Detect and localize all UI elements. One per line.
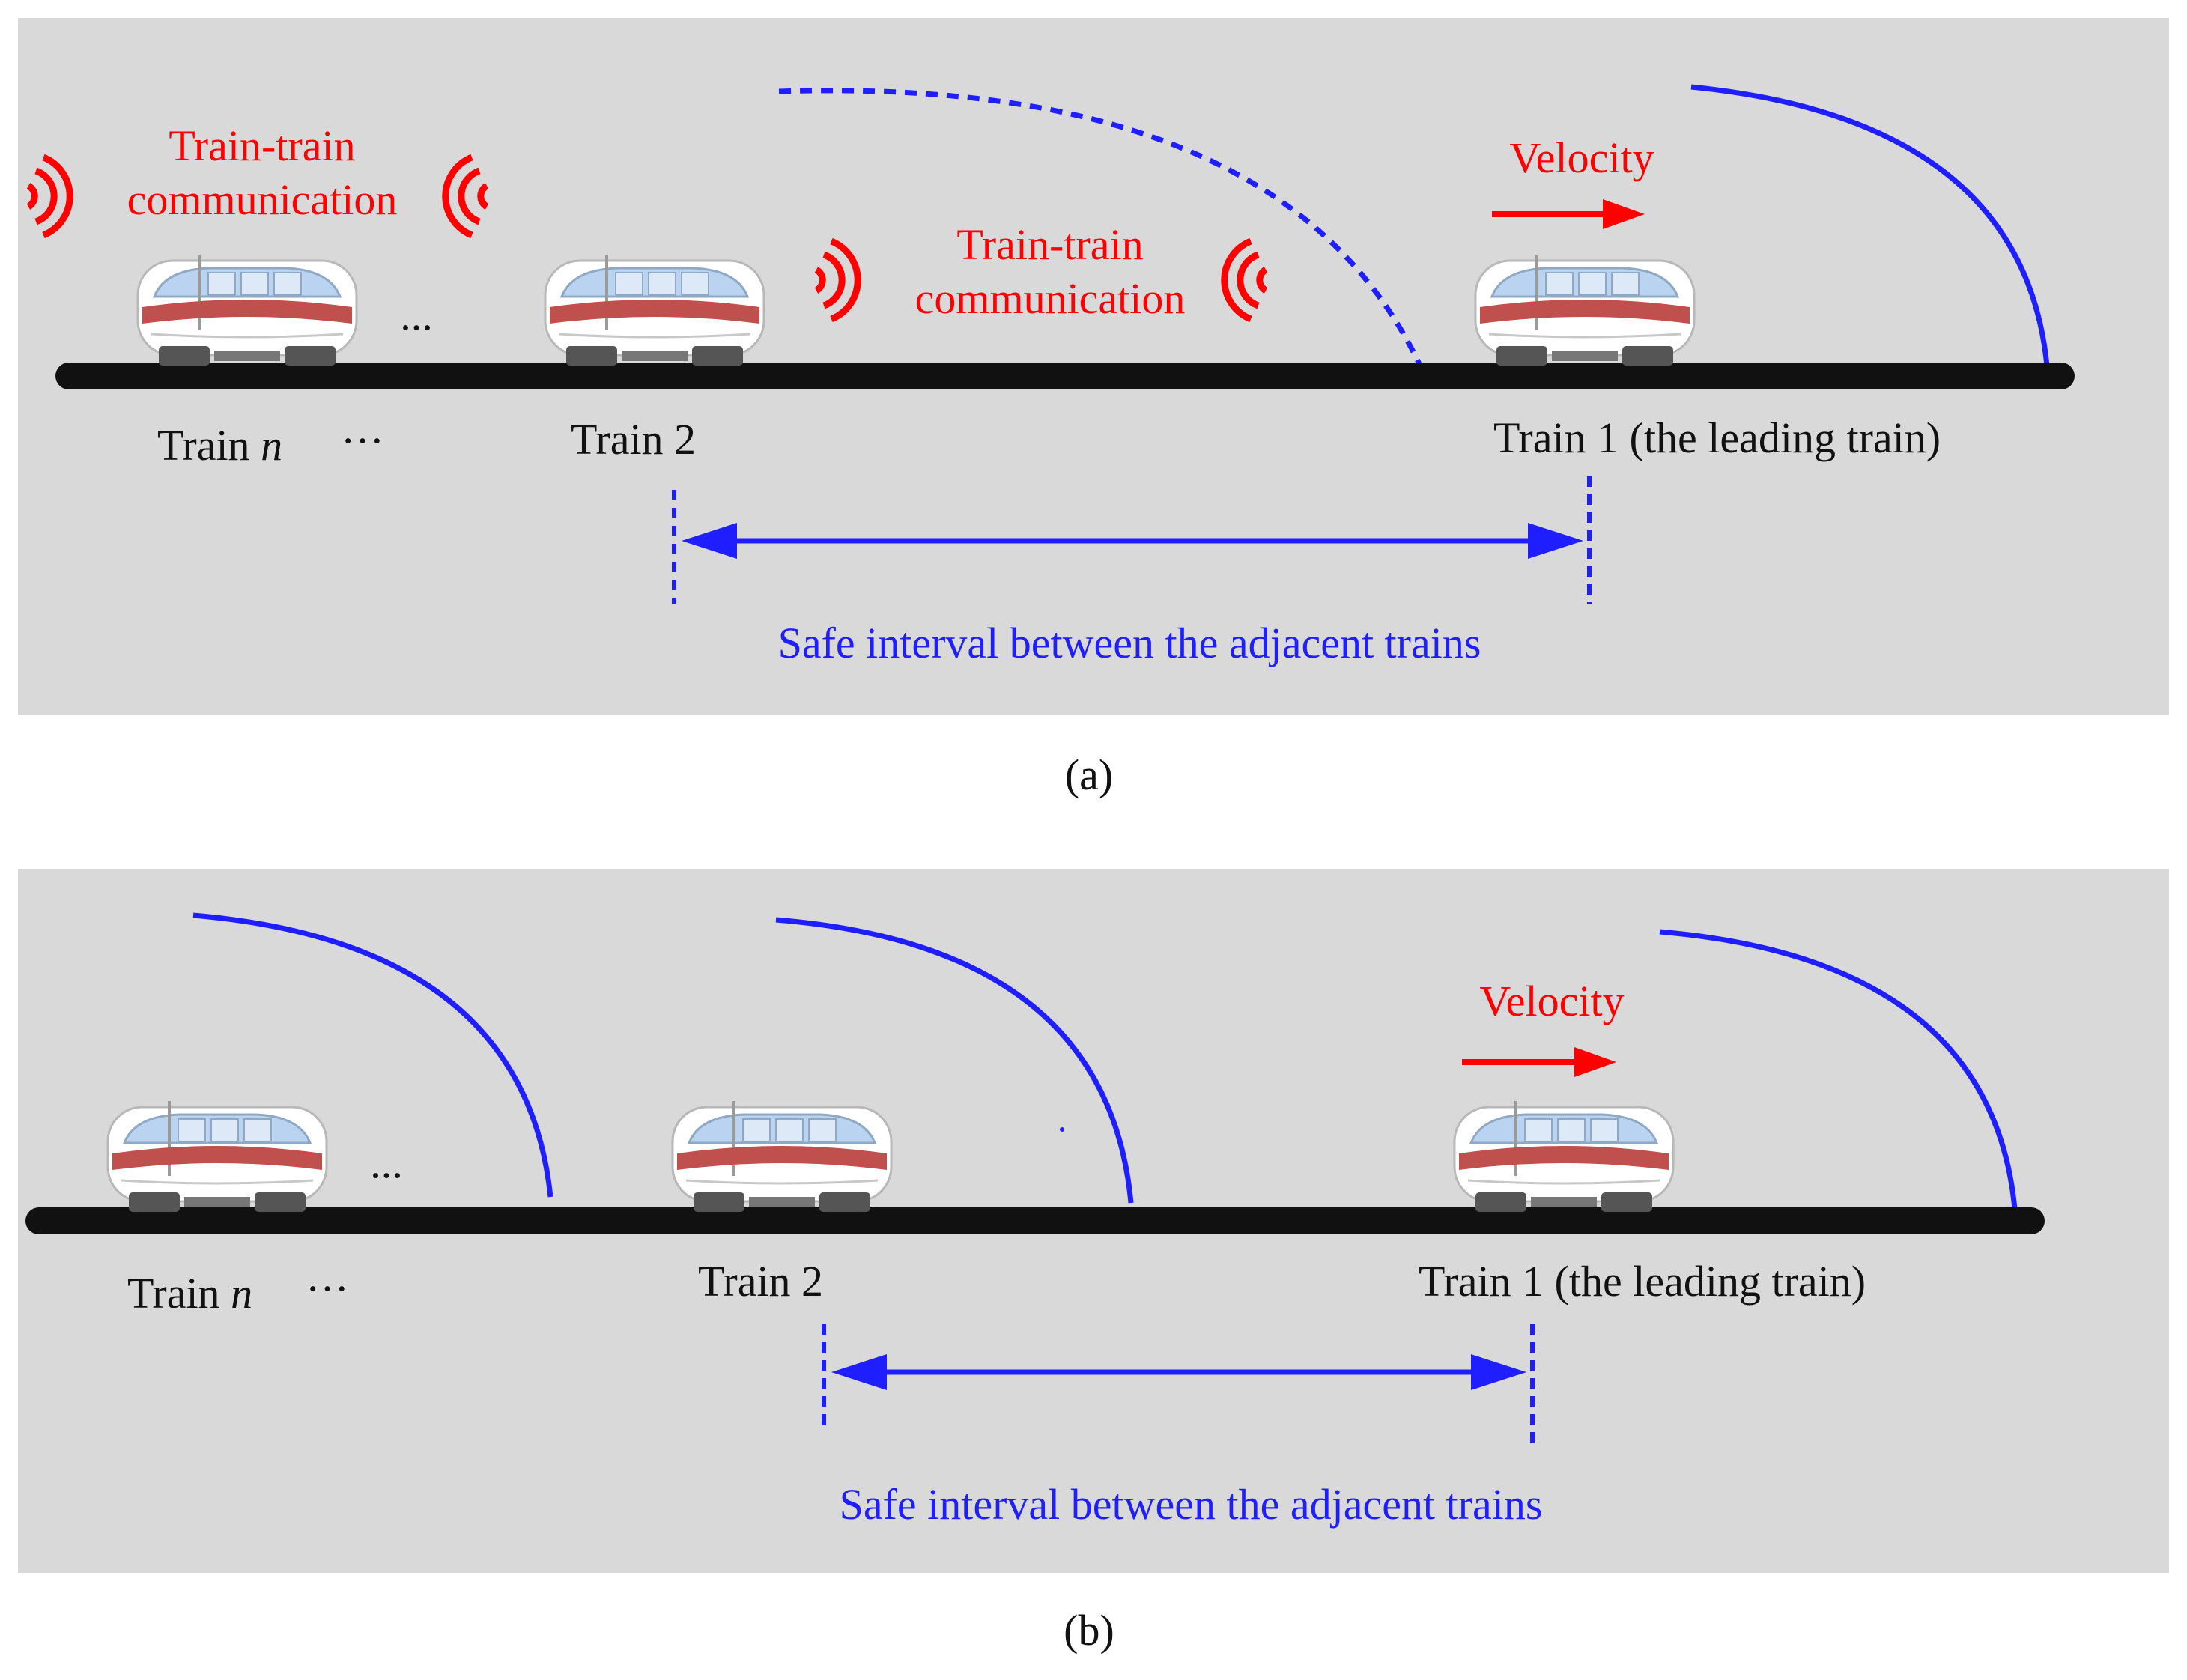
velocity-arrow-icon (1492, 199, 1645, 229)
train-icon (544, 253, 765, 367)
interval-double-arrow-a (682, 523, 1583, 559)
train-icon (1474, 253, 1696, 367)
comm-label-1-line1: Train-train (169, 121, 355, 170)
caption-b: (b) (1064, 1606, 1114, 1655)
braking-curve-dashed (778, 88, 1430, 382)
train-n-label-a: Train n (157, 421, 282, 470)
caption-a: (a) (1065, 750, 1113, 799)
train-2-label-b: Train 2 (698, 1257, 823, 1306)
train-2-label-a: Train 2 (571, 415, 696, 464)
train-icon (671, 1100, 893, 1213)
braking-curve-train-n (192, 912, 553, 1198)
ellipsis-b-track: ... (370, 1138, 403, 1187)
ellipsis-a-track: ... (400, 291, 433, 339)
train-1-label-b: Train 1 (the leading train) (1419, 1257, 1866, 1306)
train-icon (106, 1100, 328, 1213)
train-icon (1453, 1100, 1675, 1213)
ellipsis-b-label: ··· (306, 1264, 349, 1313)
stray-dot (1060, 1127, 1064, 1132)
panel-a: Train-train communication Train-train co… (18, 18, 2169, 715)
comm-label-2-line2: communication (915, 274, 1186, 323)
ellipsis-a-label: ··· (341, 416, 384, 465)
track-a (55, 363, 2075, 389)
velocity-label-b: Velocity (1479, 977, 1624, 1025)
braking-curve-train-1 (1690, 84, 2050, 366)
braking-curve-train-2 (775, 917, 1134, 1204)
comm-label-1-line2: communication (127, 175, 398, 224)
braking-curve-train-1-b (1659, 929, 2018, 1210)
safe-interval-label-a: Safe interval between the adjacent train… (778, 619, 1481, 667)
track-b (25, 1207, 2045, 1234)
velocity-arrow-icon (1462, 1047, 1616, 1077)
train-icon (136, 253, 358, 367)
interval-double-arrow-b (831, 1354, 1526, 1390)
panel-b: Velocity ... Train n ··· Train 2 Train 1… (18, 869, 2169, 1573)
train-1-label-a: Train 1 (the leading train) (1493, 413, 1941, 462)
train-n-label-b: Train n (127, 1269, 252, 1317)
comm-label-2-line1: Train-train (956, 220, 1143, 269)
safe-interval-label-b: Safe interval between the adjacent train… (840, 1480, 1543, 1529)
velocity-label-a: Velocity (1509, 133, 1654, 182)
